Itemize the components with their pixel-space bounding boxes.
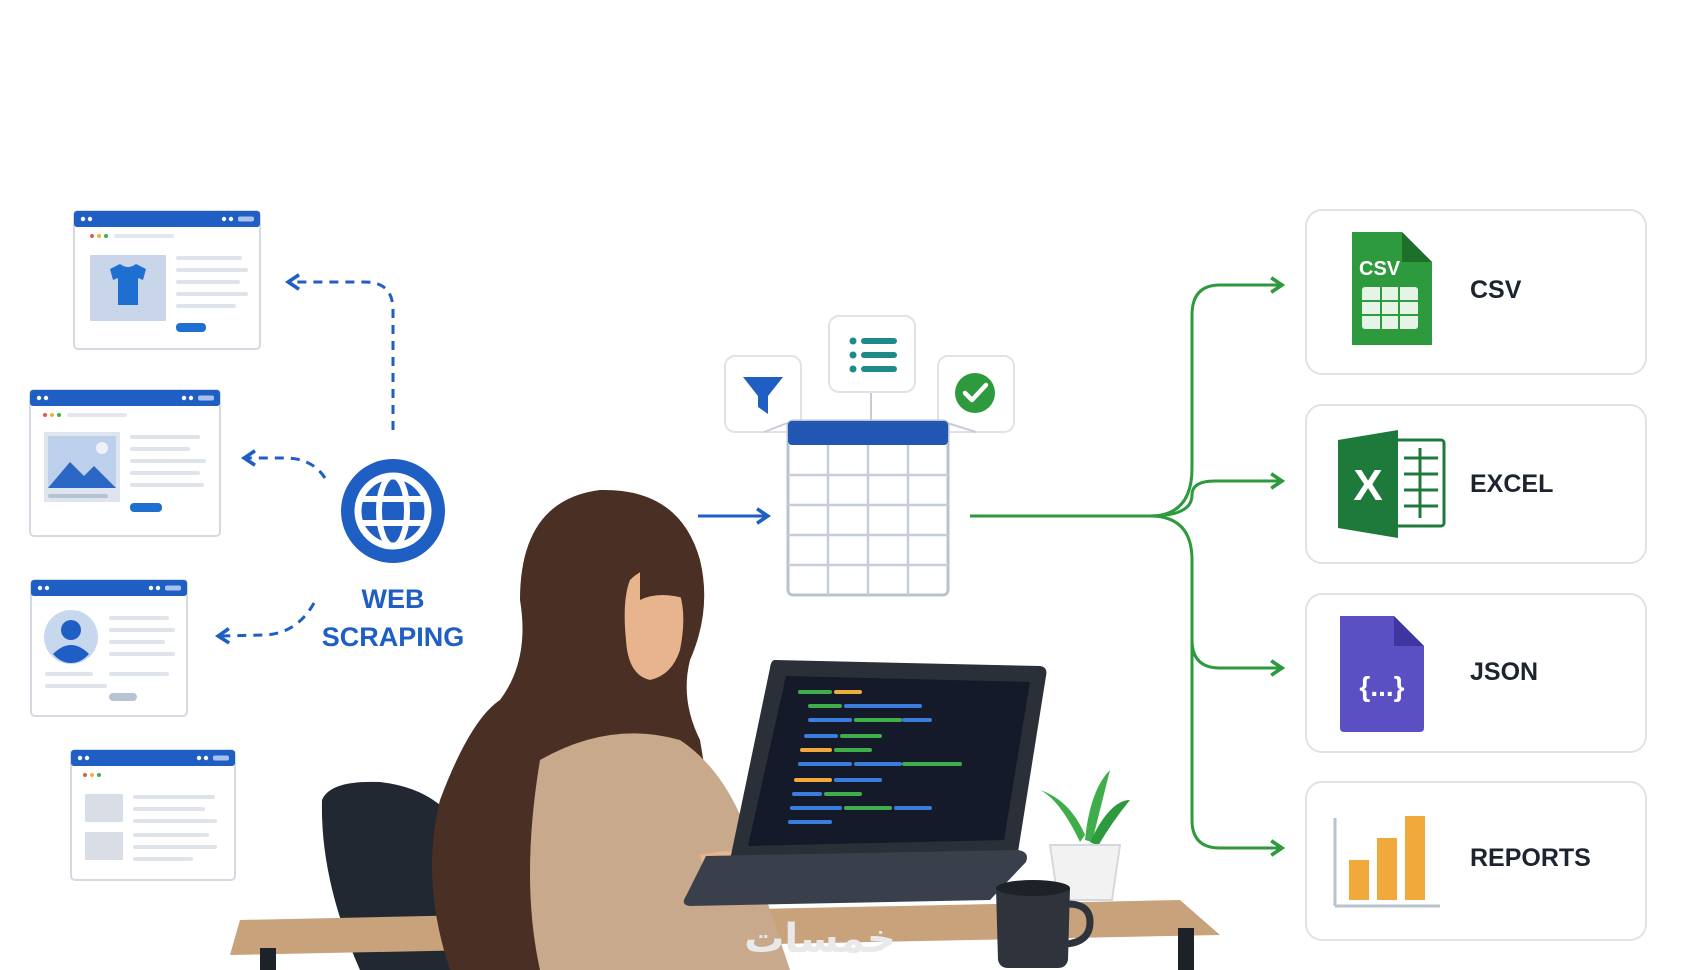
user-profile-icon	[44, 610, 98, 664]
list-icon	[828, 315, 916, 421]
watermark: خمسات	[744, 916, 896, 962]
filter-icon	[724, 355, 802, 433]
csv-file-icon: CSV	[1352, 232, 1432, 345]
json-file-icon: {...}	[1340, 616, 1424, 732]
svg-text:X: X	[1353, 461, 1382, 510]
excel-file-icon: X	[1338, 430, 1446, 538]
bar-chart-icon	[1333, 816, 1440, 908]
output-card-json: {...} JSON	[1305, 593, 1647, 753]
source-page-article	[70, 749, 236, 881]
code-lines	[788, 690, 962, 824]
scrape-arrow-middle	[240, 449, 327, 479]
source-page-profile	[30, 579, 188, 717]
plant	[1040, 770, 1130, 901]
excel-label: EXCEL	[1470, 470, 1553, 498]
output-card-excel: X EXCEL	[1305, 404, 1647, 564]
web-scraping-label-line2: SCRAPING	[322, 622, 465, 652]
output-card-csv: CSV CSV	[1305, 209, 1647, 375]
check-icon	[937, 355, 1015, 433]
globe-icon	[341, 459, 445, 563]
svg-text:{...}: {...}	[1359, 671, 1404, 702]
data-table-icon	[786, 419, 950, 597]
source-page-product	[73, 210, 261, 350]
scrape-arrow-top	[284, 273, 395, 430]
tshirt-icon	[110, 264, 146, 305]
person	[432, 489, 860, 970]
output-arrows	[970, 276, 1286, 857]
text-lines-icon	[85, 794, 217, 861]
reports-label: REPORTS	[1470, 844, 1591, 872]
laptop	[683, 660, 1047, 906]
source-page-image	[29, 389, 221, 537]
csv-label: CSV	[1470, 276, 1522, 304]
web-scraping-label-line1: WEB	[362, 584, 425, 614]
svg-text:CSV: CSV	[1359, 258, 1401, 280]
mug	[996, 880, 1094, 968]
output-card-reports: REPORTS	[1305, 781, 1647, 941]
json-label: JSON	[1470, 658, 1538, 686]
image-icon	[48, 436, 116, 488]
scrape-arrow-bottom	[214, 602, 316, 645]
